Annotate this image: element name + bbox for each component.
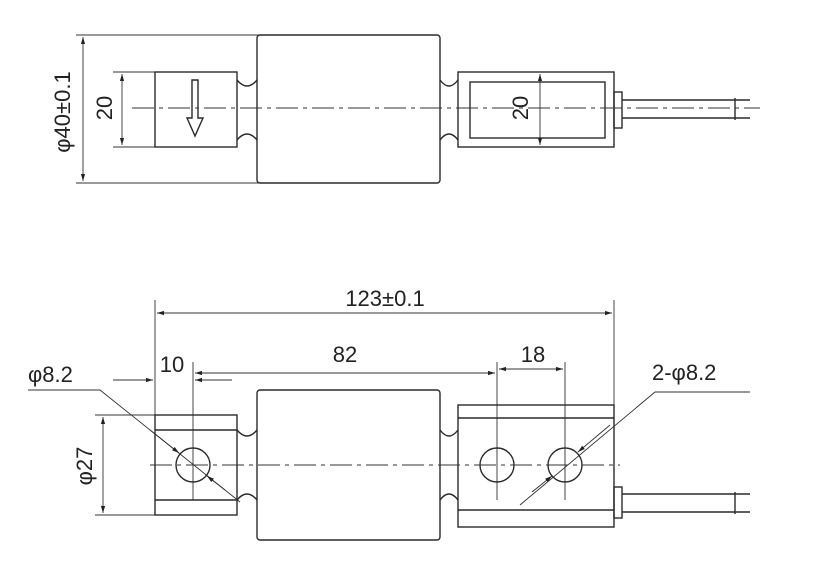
mounting-hole bbox=[175, 447, 211, 483]
right-hole-spacing-label: 18 bbox=[521, 342, 545, 367]
connector bbox=[613, 486, 623, 519]
direction-arrow-icon bbox=[185, 79, 205, 138]
hole-spacing-label: 82 bbox=[333, 342, 357, 367]
right-holes-diameter-label: 2-φ8.2 bbox=[652, 360, 716, 385]
block-diameter-label: φ27 bbox=[72, 447, 97, 486]
cable bbox=[622, 492, 750, 514]
top-view: φ40±0.1 20 20 bbox=[50, 34, 760, 184]
main-body bbox=[256, 34, 441, 184]
edge-to-hole-label: 10 bbox=[160, 352, 184, 377]
left-block-dim-label: 20 bbox=[92, 96, 117, 120]
right-block bbox=[457, 404, 615, 528]
overall-length-label: 123±0.1 bbox=[345, 286, 424, 311]
connector bbox=[613, 91, 623, 129]
cable bbox=[622, 98, 750, 120]
right-block bbox=[457, 71, 615, 148]
bottom-view: 123±0.1 10 82 18 φ8.2 2-φ8.2 φ27 bbox=[28, 286, 750, 541]
left-block bbox=[154, 71, 238, 148]
left-hole-diameter-label: φ8.2 bbox=[28, 362, 73, 387]
diameter-dim-label: φ40±0.1 bbox=[50, 71, 75, 152]
